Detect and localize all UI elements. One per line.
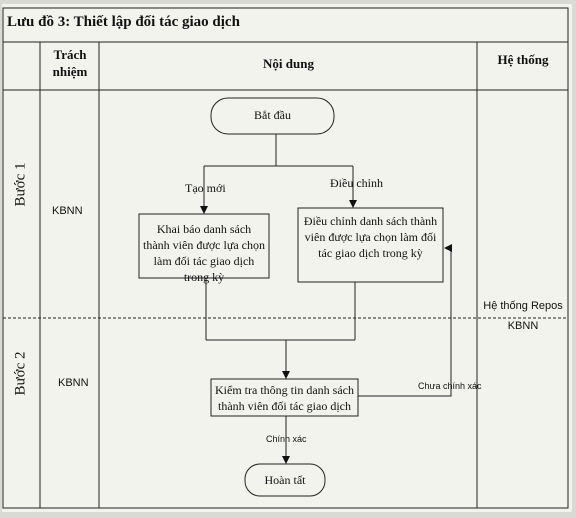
step-2-actor: KBNN <box>58 377 89 389</box>
page-title: Lưu đồ 3: Thiết lập đối tác giao dịch <box>7 14 240 30</box>
finish-node-label: Hoàn tất <box>264 473 306 487</box>
edge-label-correct: Chính xác <box>266 434 307 444</box>
edge-label-new: Tạo mới <box>185 181 226 195</box>
edge-label-incorrect: Chưa chính xác <box>418 381 482 391</box>
step-2-label: Bước 2 <box>12 351 29 396</box>
declare-box-text: Khai báo danh sách thành viên được lựa c… <box>143 222 265 284</box>
check-box <box>210 378 359 417</box>
table-border <box>2 7 569 509</box>
header-system: Hệ thống <box>497 52 549 67</box>
system-label: Hệ thống Repos KBNN <box>483 300 563 332</box>
header-content: Nội dung <box>263 56 314 71</box>
adjust-box <box>297 207 444 283</box>
start-node-label: Bắt đầu <box>254 108 291 122</box>
finish-node-shape <box>244 463 326 497</box>
adjust-box-text: Điều chỉnh danh sách thành viên được lựa… <box>303 214 438 260</box>
edge-label-adjust: Điều chỉnh <box>330 176 383 190</box>
header-responsibility: Trách nhiệm <box>52 47 88 79</box>
start-node-shape <box>210 97 335 135</box>
edge-incorrect <box>358 244 452 397</box>
step-1-label: Bước 1 <box>12 162 29 207</box>
step-1-actor: KBNN <box>52 205 83 217</box>
declare-box <box>138 213 270 279</box>
check-box-text: Kiểm tra thông tin danh sách thành viên … <box>215 383 354 413</box>
